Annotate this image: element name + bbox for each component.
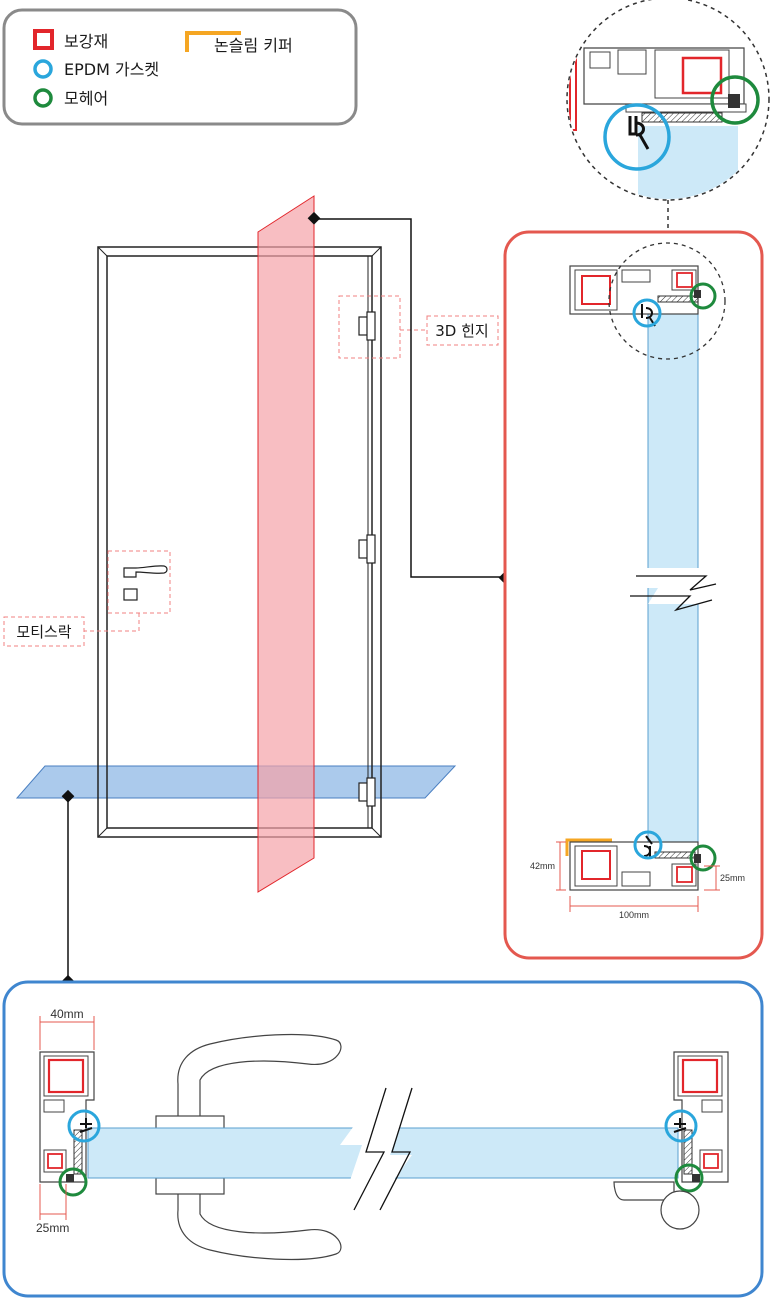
- gasket-icon: [603, 103, 671, 171]
- hinge-icon: [358, 311, 376, 807]
- door-elevation: 3D 힌지 모티스락: [3, 195, 499, 893]
- dim-40mm: 40mm: [50, 1007, 83, 1021]
- legend-label-gasket: EPDM 가스켓: [64, 60, 159, 79]
- keeper-legend-icon: [185, 31, 241, 52]
- reinforcement-legend-icon: [33, 29, 54, 50]
- horizontal-section-plane: [15, 765, 457, 799]
- legend: 보강재 EPDM 가스켓 모헤어 논슬림 키퍼: [2, 8, 358, 126]
- lock-callout: [3, 616, 85, 647]
- dim-100mm: 100mm: [619, 910, 649, 920]
- dim-42mm: 42mm: [530, 861, 555, 871]
- vertical-section-plane: [257, 195, 315, 893]
- reinforcement-icon: [47, 1058, 85, 1094]
- dim-25mm-left: 25mm: [36, 1221, 69, 1235]
- door-handle-icon: [123, 565, 168, 601]
- mohair-icon: [710, 75, 760, 125]
- gasket-legend-icon: [33, 59, 53, 79]
- legend-label-mohair: 모헤어: [64, 89, 108, 108]
- zoom-detail: [566, 0, 770, 246]
- hinge-callout-label: 3D 힌지: [435, 322, 488, 340]
- hinge-callout: [426, 315, 499, 346]
- hinge-highlight-box: [338, 295, 401, 359]
- legend-label-keeper: 논슬림 키퍼: [214, 36, 293, 55]
- door-outer-frame: [97, 246, 382, 838]
- lock-callout-label: 모티스락: [16, 623, 71, 641]
- door-inner-frame: [106, 255, 373, 829]
- legend-label-reinforcement: 보강재: [64, 32, 108, 51]
- reinforcement-icon: [681, 56, 723, 95]
- lock-highlight-box: [107, 550, 171, 614]
- mohair-legend-icon: [33, 88, 53, 108]
- leader-lines: [67, 218, 505, 982]
- vertical-section-panel: 42mm 100mm 25mm: [503, 230, 764, 960]
- mohair-icon: [58, 1167, 88, 1197]
- dim-25mm-right: 25mm: [720, 873, 745, 883]
- gasket-icon: [67, 1109, 101, 1143]
- horizontal-section-panel: 40mm 25mm: [2, 980, 764, 1298]
